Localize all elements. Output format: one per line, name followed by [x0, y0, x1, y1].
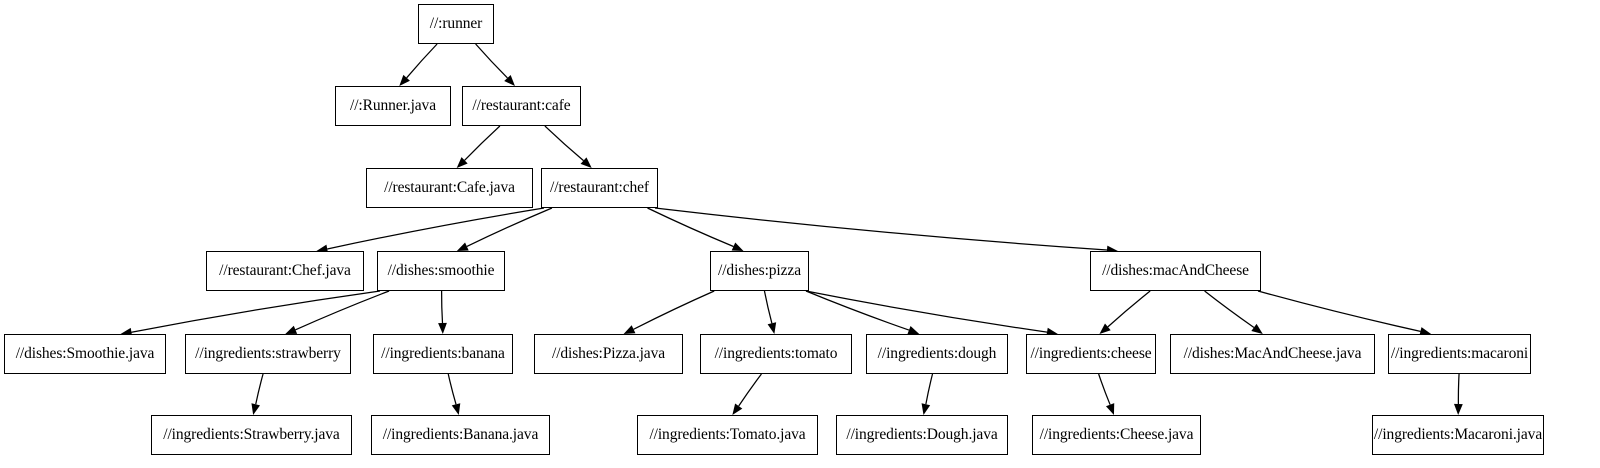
graph-node-label: //ingredients:Banana.java — [382, 426, 539, 444]
graph-node[interactable]: //restaurant:chef — [541, 168, 658, 208]
graph-edge-arrowhead — [399, 74, 410, 86]
graph-edge-arrowhead — [456, 157, 468, 168]
graph-node-label: //:Runner.java — [350, 97, 436, 115]
graph-node-label: //restaurant:Chef.java — [219, 262, 351, 280]
graph-node-label: //restaurant:cafe — [472, 97, 571, 115]
graph-edge — [654, 207, 1107, 251]
graph-edge-arrowhead — [504, 74, 515, 86]
graph-node[interactable]: //ingredients:Banana.java — [371, 415, 550, 455]
graph-node[interactable]: //ingredients:Tomato.java — [637, 415, 818, 455]
graph-node[interactable]: //ingredients:Dough.java — [836, 415, 1008, 455]
graph-node[interactable]: //ingredients:Cheese.java — [1032, 415, 1201, 455]
graph-edge — [544, 125, 584, 162]
graph-node[interactable]: //ingredients:macaroni — [1388, 334, 1531, 374]
graph-node-label: //ingredients:Strawberry.java — [163, 426, 340, 444]
graph-node[interactable]: //ingredients:banana — [373, 334, 513, 374]
graph-node[interactable]: //:Runner.java — [335, 86, 451, 126]
graph-node-label: //ingredients:banana — [381, 345, 505, 363]
graph-node-label: //dishes:macAndCheese — [1102, 262, 1249, 280]
graph-edge — [647, 207, 734, 248]
graph-node-label: //dishes:MacAndCheese.java — [1183, 345, 1362, 363]
graph-edge-arrowhead — [251, 403, 261, 415]
graph-node-label: //dishes:Pizza.java — [551, 345, 666, 363]
graph-node[interactable]: //dishes:pizza — [710, 251, 809, 291]
graph-edge-arrowhead — [1105, 403, 1115, 415]
graph-edge-arrowhead — [767, 322, 777, 334]
graph-edge — [1107, 290, 1151, 328]
graph-node[interactable]: //dishes:MacAndCheese.java — [1170, 334, 1375, 374]
graph-node[interactable]: //dishes:Pizza.java — [534, 334, 683, 374]
graph-edge-arrowhead — [731, 242, 744, 251]
graph-node[interactable]: //restaurant:cafe — [462, 86, 581, 126]
graph-node-label: //ingredients:macaroni — [1390, 345, 1529, 363]
graph-edge-arrowhead — [451, 403, 461, 415]
graph-edge — [1457, 373, 1460, 405]
graph-node[interactable]: //ingredients:strawberry — [185, 334, 351, 374]
graph-node-label: //ingredients:Dough.java — [846, 426, 998, 444]
graph-edge-arrowhead — [907, 325, 920, 335]
graph-edge-arrowhead — [438, 322, 447, 334]
graph-node[interactable]: //ingredients:Macaroni.java — [1372, 415, 1544, 455]
graph-node-label: //ingredients:Tomato.java — [649, 426, 806, 444]
graph-edge — [255, 373, 264, 405]
graph-edge-arrowhead — [1453, 403, 1463, 415]
graph-edge — [447, 373, 457, 405]
graph-node[interactable]: //restaurant:Cafe.java — [366, 168, 533, 208]
graph-node[interactable]: //:runner — [418, 4, 494, 44]
graph-edge — [406, 43, 438, 79]
graph-edge — [295, 290, 390, 331]
graph-edge-arrowhead — [623, 325, 636, 334]
graph-node-label: //dishes:pizza — [718, 262, 801, 280]
graph-node[interactable]: //dishes:Smoothie.java — [4, 334, 166, 374]
graph-edge — [466, 207, 553, 248]
graph-edge-arrowhead — [285, 325, 298, 334]
graph-edge — [738, 373, 762, 407]
graph-edge-arrowhead — [732, 403, 743, 415]
graph-node-label: //restaurant:Cafe.java — [384, 179, 515, 197]
graph-edge — [763, 290, 773, 324]
graph-edge — [805, 290, 910, 331]
graph-node[interactable]: //dishes:macAndCheese — [1090, 251, 1261, 291]
graph-node-label: //ingredients:cheese — [1030, 345, 1152, 363]
graph-node-label: //restaurant:chef — [550, 179, 649, 197]
graph-edge — [805, 290, 1048, 333]
graph-node-label: //ingredients:strawberry — [195, 345, 341, 363]
graph-edge — [925, 373, 934, 405]
graph-node[interactable]: //ingredients:dough — [866, 334, 1008, 374]
graph-node[interactable]: //ingredients:cheese — [1026, 334, 1156, 374]
graph-node[interactable]: //ingredients:Strawberry.java — [151, 415, 352, 455]
graph-edge — [131, 290, 381, 333]
graph-node-label: //ingredients:Cheese.java — [1039, 426, 1194, 444]
graph-node-label: //dishes:smoothie — [387, 262, 495, 280]
graph-node-label: //ingredients:Macaroni.java — [1373, 426, 1543, 444]
graph-node-label: //:runner — [429, 15, 483, 33]
graph-node-label: //dishes:Smoothie.java — [15, 345, 155, 363]
graph-edge-arrowhead — [580, 157, 592, 168]
graph-edge — [1204, 290, 1255, 328]
graph-node[interactable]: //restaurant:Chef.java — [206, 251, 364, 291]
graph-edge — [327, 207, 545, 250]
graph-edge-arrowhead — [1251, 323, 1263, 334]
graph-edge-arrowhead — [1099, 323, 1111, 334]
graph-edge — [475, 43, 508, 79]
graph-node[interactable]: //dishes:smoothie — [377, 251, 505, 291]
graph-edge — [1098, 373, 1111, 405]
graph-edge — [633, 290, 715, 330]
graph-node-label: //ingredients:dough — [877, 345, 997, 363]
graph-edge — [440, 290, 444, 324]
graph-node-label: //ingredients:tomato — [714, 345, 838, 363]
graph-edge-arrowhead — [456, 242, 469, 251]
graph-edge — [464, 125, 501, 161]
graph-edge — [1257, 290, 1421, 332]
graph-edge-arrowhead — [921, 403, 931, 415]
graph-node[interactable]: //ingredients:tomato — [700, 334, 852, 374]
